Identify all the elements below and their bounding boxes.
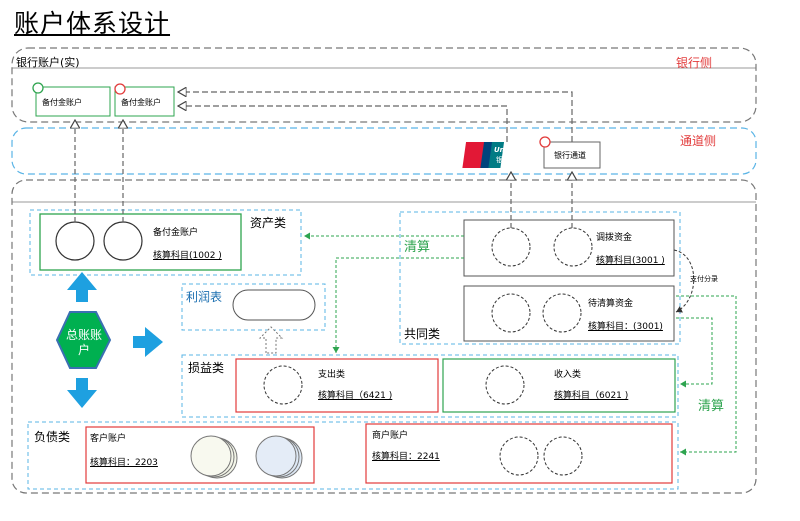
asset-outer bbox=[29, 209, 302, 276]
common-class-title: 共同类 bbox=[404, 327, 441, 341]
expense-name: 支出类 bbox=[318, 370, 346, 380]
income-code: 核算科目（6021 ) bbox=[554, 391, 629, 401]
expense-code: 核算科目（6421 ) bbox=[318, 391, 393, 401]
common-outer bbox=[399, 211, 681, 345]
unionpay-cn: 银联 bbox=[496, 156, 510, 164]
customer-name: 客户账户 bbox=[90, 434, 127, 444]
bank-account-label-2: 备付金账户 bbox=[121, 98, 161, 107]
customer-code: 核算科目：2203 bbox=[90, 458, 158, 468]
merchant-name: 商户账户 bbox=[372, 431, 409, 441]
unionpay-logo-icon bbox=[462, 142, 505, 168]
bank-channel-box bbox=[543, 141, 601, 169]
channel-section-frame bbox=[11, 127, 757, 175]
bank-section-title: 银行账户(实) bbox=[16, 56, 80, 69]
gl-hexagon bbox=[55, 311, 112, 369]
bank-side-label: 银行侧 bbox=[676, 56, 713, 70]
bank-section-frame bbox=[11, 47, 757, 123]
allot-code: 核算科目(3001 ) bbox=[596, 256, 665, 266]
bank-account-label-1: 备付金账户 bbox=[42, 98, 82, 107]
income-name: 收入类 bbox=[554, 370, 582, 380]
split-label: 支付分录 bbox=[690, 275, 718, 283]
pending-name: 待清算资金 bbox=[588, 299, 634, 309]
profit-outer bbox=[181, 283, 326, 331]
gl-title: 总账账户 bbox=[66, 328, 103, 357]
asset-class-title: 资产类 bbox=[250, 216, 287, 230]
bank-account-box-1 bbox=[35, 86, 111, 117]
page-title: 账户体系设计 bbox=[14, 9, 171, 38]
liability-class-title: 负债类 bbox=[34, 430, 71, 444]
clearing-label: 清算 bbox=[404, 240, 431, 255]
ledger-section-frame bbox=[11, 179, 757, 494]
channel-side-label: 通道侧 bbox=[680, 134, 717, 148]
pl-class-title: 损益类 bbox=[188, 361, 225, 375]
asset-account-name: 备付金账户 bbox=[153, 228, 199, 238]
profit-pill bbox=[232, 289, 316, 321]
unionpay-brand: UnionPay bbox=[494, 146, 531, 154]
pl-outer bbox=[181, 354, 679, 418]
asset-account-code: 核算科目(1002 ) bbox=[153, 251, 222, 261]
merchant-code: 核算科目：2241 bbox=[372, 452, 440, 462]
right-clearing-label: 清算 bbox=[698, 399, 725, 414]
allot-name: 调拨资金 bbox=[596, 233, 633, 243]
asset-inner bbox=[39, 213, 242, 271]
income-box bbox=[442, 358, 676, 413]
bank-channel-label: 银行通道 bbox=[554, 151, 586, 160]
pending-code: 核算科目：(3001) bbox=[588, 322, 663, 332]
profit-title: 利润表 bbox=[186, 290, 223, 304]
liability-outer bbox=[27, 421, 679, 490]
